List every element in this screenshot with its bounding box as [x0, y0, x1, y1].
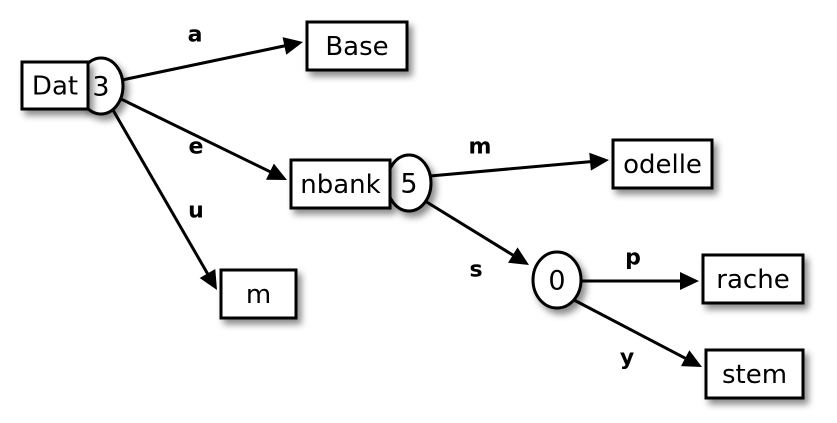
edge-label: p	[625, 246, 641, 271]
node-box-label: m	[246, 280, 271, 310]
edge-label: y	[620, 346, 634, 371]
node-box[interactable]	[289, 158, 392, 210]
node-box-label: Base	[325, 32, 388, 62]
arrow-head-icon	[680, 350, 702, 367]
edge-label: u	[188, 199, 204, 224]
node-box[interactable]	[701, 253, 805, 305]
arrow-head-icon	[589, 152, 609, 171]
edge-label: s	[469, 258, 482, 283]
arrow-head-icon	[265, 163, 287, 180]
node-m[interactable]: m	[219, 268, 298, 320]
node-box-label: stem	[722, 360, 787, 390]
node-nbank[interactable]: nbank 5	[289, 153, 433, 213]
edge-line	[118, 96, 274, 175]
nodes-layer: Dat 3 Base nbank 5 m odelle 0 rache stem	[20, 20, 805, 400]
node-Base[interactable]: Base	[305, 20, 409, 72]
node-state-label: 5	[400, 169, 417, 200]
node-box[interactable]	[305, 20, 409, 72]
edge-label: m	[469, 135, 492, 160]
arrow-head-icon	[680, 272, 699, 290]
edges-layer	[111, 37, 702, 367]
node-box[interactable]	[611, 138, 714, 190]
node-Dat[interactable]: Dat 3	[20, 56, 125, 116]
edge-n5-to-n6	[581, 272, 699, 290]
node-box[interactable]	[20, 60, 90, 111]
node-box-label: nbank	[300, 170, 380, 200]
arrow-head-icon	[282, 37, 303, 55]
node-rache[interactable]: rache	[701, 253, 805, 305]
node-state-label: 0	[548, 266, 565, 297]
edge-line	[111, 109, 211, 278]
node-0[interactable]: 0	[531, 250, 583, 310]
node-box[interactable]	[704, 348, 805, 400]
node-box-label: rache	[716, 265, 789, 295]
edge-line	[573, 298, 690, 362]
node-state-ellipse[interactable]	[531, 250, 583, 310]
node-state-label: 3	[92, 72, 109, 103]
edge-line	[424, 199, 517, 259]
arrow-head-icon	[508, 247, 529, 265]
edge-line	[429, 159, 594, 178]
edge-labels-layer: a e u m s p y	[188, 23, 641, 371]
edge-n0-to-n1	[121, 37, 303, 82]
edge-n5-to-n7	[573, 298, 702, 367]
edge-line	[121, 43, 289, 82]
edge-label: a	[188, 23, 203, 48]
arrow-head-icon	[199, 269, 217, 290]
edge-n0-to-n2	[118, 96, 287, 180]
edge-n0-to-n3	[111, 109, 217, 290]
node-box[interactable]	[219, 268, 298, 320]
node-stem[interactable]: stem	[704, 348, 805, 400]
edge-n2-to-n4	[429, 152, 609, 178]
node-box-label: odelle	[623, 150, 702, 180]
edge-label: e	[189, 135, 204, 160]
node-odelle[interactable]: odelle	[611, 138, 714, 190]
node-box-label: Dat	[32, 72, 78, 102]
edge-n2-to-n5	[424, 199, 529, 265]
